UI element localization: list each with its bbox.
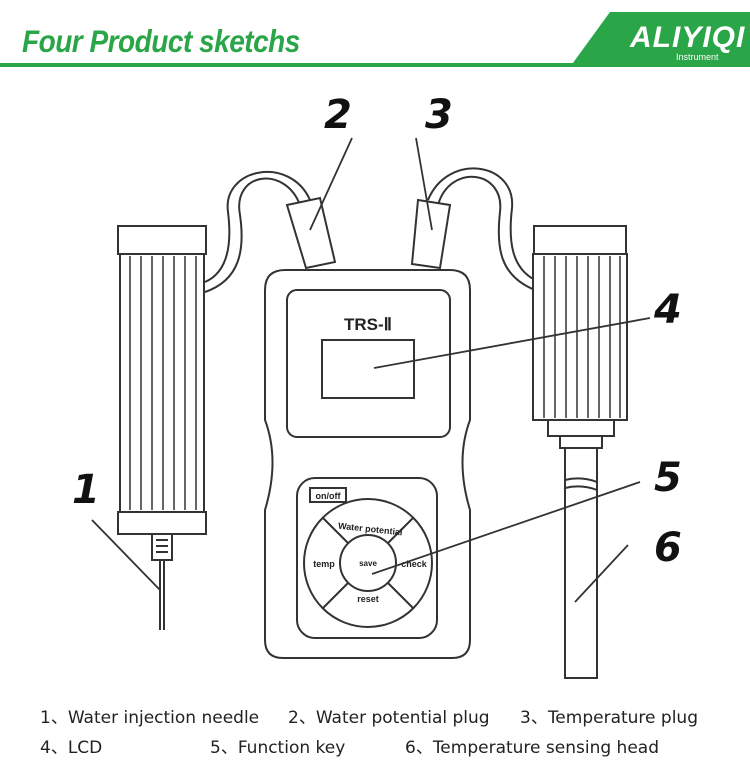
temperature-plug-icon <box>410 198 452 270</box>
legend-item-1: 1、Water injection needle <box>40 708 260 728</box>
temp-key[interactable]: temp <box>313 559 335 569</box>
check-key[interactable]: check <box>401 559 428 569</box>
leader-line-2 <box>309 137 353 231</box>
right-cable-inner <box>427 167 536 281</box>
leader-line-4 <box>373 317 651 369</box>
save-key[interactable]: save <box>359 559 377 568</box>
brand-logo-icon <box>570 12 750 67</box>
legend-item-5: 5、Function key <box>210 738 346 758</box>
leader-line-1 <box>91 519 161 591</box>
header-divider <box>0 63 750 67</box>
right-cable <box>437 176 536 291</box>
callout-3: 3 <box>425 92 453 138</box>
reset-key[interactable]: reset <box>357 594 379 604</box>
leader-line-6 <box>574 544 629 603</box>
legend-item-6: 6、Temperature sensing head <box>405 738 659 758</box>
on-off-key[interactable]: on/off <box>316 491 342 501</box>
legend-item-4: 4、LCD <box>40 738 103 758</box>
left-cable <box>204 177 301 293</box>
temperature-sensor-icon <box>532 225 628 679</box>
legend-item-3: 3、Temperature plug <box>520 708 698 728</box>
header-bar: Four Product sketchs ALIYIQI Instrument <box>0 0 750 72</box>
water-potential-plug-icon <box>285 196 337 270</box>
callout-5: 5 <box>654 455 682 501</box>
callout-6: 6 <box>654 525 682 571</box>
callout-2: 2 <box>324 92 352 138</box>
brand-logo-text: ALIYIQI <box>630 21 746 54</box>
water-injection-probe-icon <box>117 225 207 630</box>
leader-line-3 <box>415 137 433 231</box>
brand-logo-subtitle: Instrument <box>676 52 719 62</box>
leader-line-5 <box>371 481 641 575</box>
model-label: TRS-Ⅱ <box>344 315 392 334</box>
left-cable-inner <box>204 171 311 283</box>
callout-1: 1 <box>72 467 100 513</box>
legend-item-2: 2、Water potential plug <box>288 708 490 728</box>
meter-body-icon <box>264 269 471 659</box>
callout-4: 4 <box>654 287 682 333</box>
page-title: Four Product sketchs <box>22 24 300 59</box>
